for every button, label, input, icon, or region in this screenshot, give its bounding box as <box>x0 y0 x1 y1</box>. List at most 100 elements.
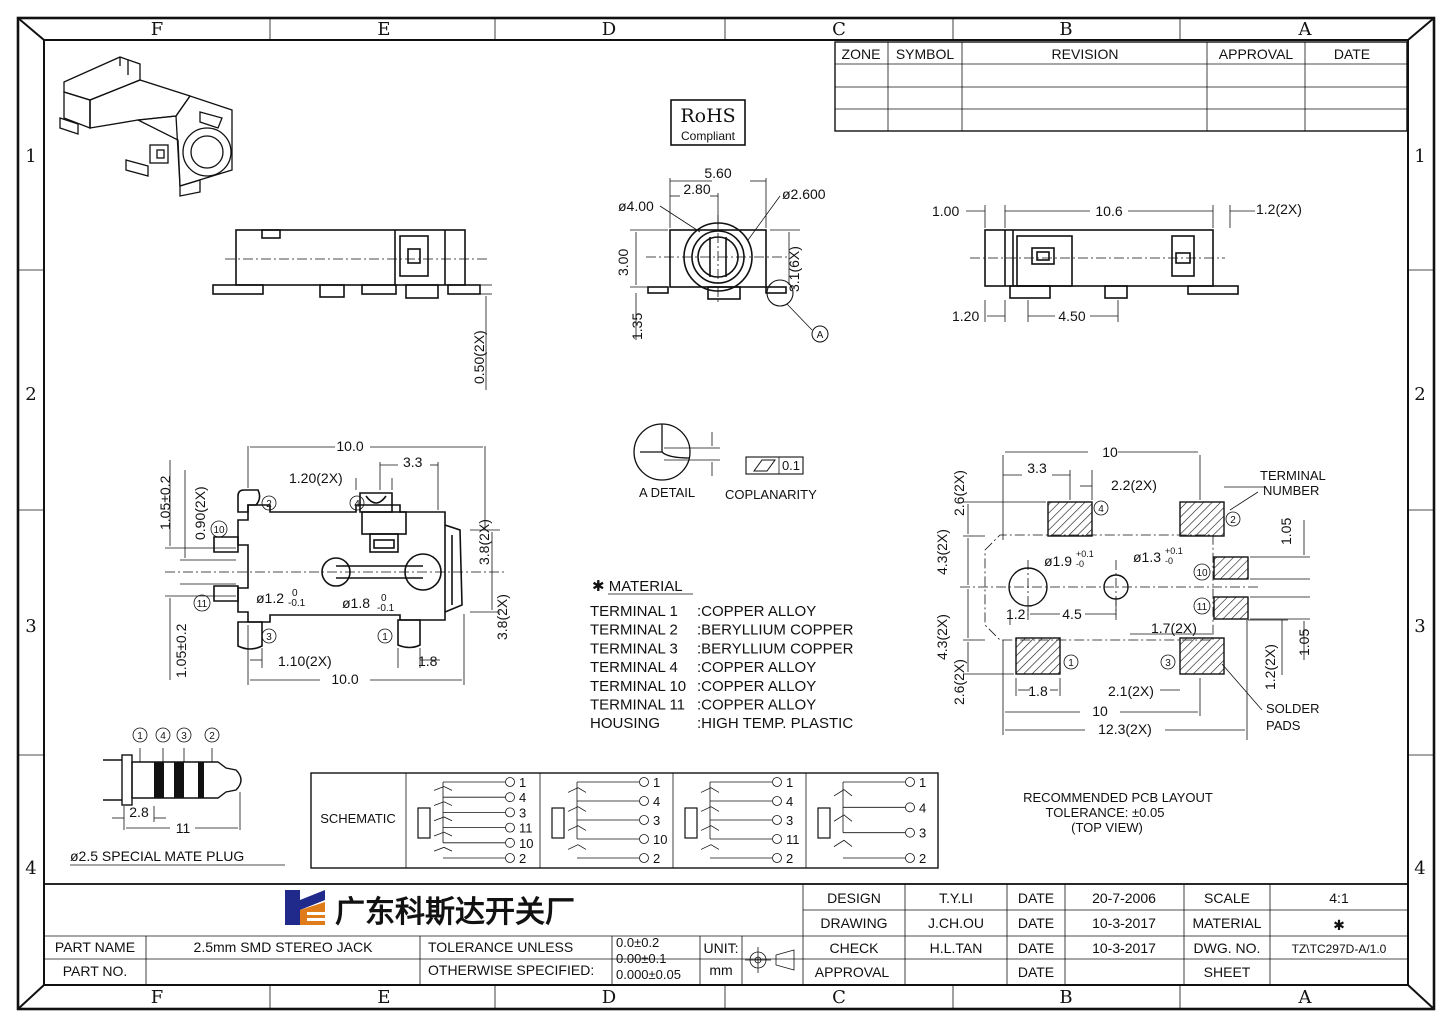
material-row-value: :BERYLLIUM COPPER <box>697 640 854 657</box>
dim-front-half: 2.80 <box>683 181 710 197</box>
schematic-contact <box>700 844 720 850</box>
dim-right-right: 1.2(2X) <box>1256 201 1302 217</box>
schematic-pin-label: 11 <box>786 832 800 847</box>
check-date: 10-3-2017 <box>1092 940 1156 956</box>
detail-a: 0.1 A DETAIL COPLANARITY <box>633 423 817 502</box>
schematic-pin-label: 11 <box>519 821 533 836</box>
pcb-hole-a-up: +0.1 <box>1076 549 1094 559</box>
check-label: CHECK <box>829 940 879 956</box>
material-row-value: :COPPER ALLOY <box>697 603 816 620</box>
material-row-value: :COPPER ALLOY <box>697 659 816 676</box>
row-4-right: 4 <box>1414 858 1425 879</box>
schematic-pin-label: 4 <box>653 794 660 809</box>
coplanarity-label: COPLANARITY <box>725 487 817 502</box>
company-logo <box>285 890 325 925</box>
pcb-pad-3 <box>1179 637 1225 675</box>
pcb-dim-side-pad: 1.7(2X) <box>1151 620 1197 636</box>
schematic-terminal <box>639 796 649 806</box>
schematic-terminal <box>772 834 782 844</box>
rohs-title: RoHS <box>680 105 735 127</box>
unit-value: mm <box>709 962 732 978</box>
schematic-terminal <box>905 827 915 838</box>
zone-e-top: E <box>377 19 390 40</box>
dim-right-bottom-left: 1.20 <box>952 308 979 324</box>
dim-top-right-b: 3.8(2X) <box>494 594 510 640</box>
schematic-contact <box>700 806 720 812</box>
schematic-contact <box>433 831 453 837</box>
material-value: ✱ <box>1333 917 1345 933</box>
pcb-hole-b: ø1.3 <box>1133 549 1161 565</box>
row-1-right: 1 <box>1414 146 1425 167</box>
schematic-terminal <box>505 777 515 787</box>
schematic-contact <box>833 789 853 797</box>
schematic-pin-label: 10 <box>653 832 667 847</box>
schematic-contact <box>433 801 453 806</box>
coplanarity-value: 0.1 <box>782 458 800 473</box>
company-name: 广东科斯达开关厂 <box>335 895 575 930</box>
unit-label: UNIT: <box>704 940 739 956</box>
zone-b-bottom: B <box>1059 987 1072 1008</box>
plug-caption: ø2.5 SPECIAL MATE PLUG <box>70 848 244 864</box>
schematic-contact <box>833 839 853 847</box>
schematic-terminal <box>905 853 915 863</box>
schematic-terminal <box>505 822 515 833</box>
zone-d-bottom: D <box>602 987 616 1008</box>
pcb-dim-hole-left: 1.2 <box>1006 606 1026 622</box>
material-list: ✱ MATERIAL TERMINAL 1:COPPER ALLOYTERMIN… <box>590 578 854 732</box>
row-4-left: 4 <box>25 858 36 879</box>
pcb-dim-bottom-pitch: 2.1(2X) <box>1108 683 1154 699</box>
top-pin-2: 2 <box>266 499 272 510</box>
dim-front-pins: 3.1(6X) <box>786 246 802 292</box>
schematic-terminal <box>772 777 782 787</box>
schematic-pin-label: 10 <box>519 836 533 851</box>
approval-label: APPROVAL <box>815 964 890 980</box>
dim-top-right-a: 3.8(2X) <box>476 519 492 565</box>
material-row-part: TERMINAL 10 <box>590 678 686 695</box>
pcb-pin-1: 1 <box>1068 658 1074 669</box>
pcb-hole-b-up: +0.1 <box>1165 546 1183 556</box>
schematic-contact <box>833 814 853 822</box>
drawing-date-label: DATE <box>1018 915 1054 931</box>
pcb-pad-4 <box>1047 501 1093 537</box>
pcb-pin-11: 11 <box>1197 602 1208 613</box>
dim-top-bottom: 10.0 <box>331 671 358 687</box>
pcb-caption-l3: (TOP VIEW) <box>1071 820 1143 835</box>
rev-header-approval: APPROVAL <box>1219 46 1294 62</box>
schematic-contact <box>433 816 453 822</box>
pcb-pad-10 <box>1213 556 1249 580</box>
dim-top-left-b: 0.90(2X) <box>192 486 208 540</box>
pcb-terminal-number-l1: TERMINAL <box>1260 468 1326 483</box>
hole-small-tol-up: 0 <box>292 588 298 599</box>
schematic-contact <box>700 787 720 793</box>
tolerance-c: 0.000±0.05 <box>616 967 681 982</box>
schematic-pin-label: 4 <box>786 794 793 809</box>
top-pin-3: 3 <box>266 632 272 643</box>
pcb-pad-11 <box>1213 596 1249 620</box>
schematic-terminal <box>772 853 782 863</box>
plug-dim-a: 2.8 <box>129 804 149 820</box>
material-row-value: :BERYLLIUM COPPER <box>697 622 854 639</box>
schematic-pin-label: 2 <box>786 851 793 866</box>
pcb-dim-right-b: 1.05 <box>1296 629 1312 656</box>
plug-pin-3: 3 <box>181 731 187 742</box>
dwg-no: TZ\TC297D-A/1.0 <box>1292 942 1387 956</box>
schematic-pin-label: 1 <box>653 775 660 790</box>
dim-front-base: 1.35 <box>629 313 645 340</box>
hole-large-tol-dn: -0.1 <box>377 603 395 614</box>
drawing-label: DRAWING <box>820 915 887 931</box>
tolerance-line-1: TOLERANCE UNLESS <box>428 939 573 955</box>
schematic-label: SCHEMATIC <box>320 811 396 826</box>
rev-header-revision: REVISION <box>1052 46 1119 62</box>
material-label: MATERIAL <box>1193 915 1262 931</box>
design-by: T.Y.LI <box>939 890 973 906</box>
schematic-terminal <box>772 796 782 806</box>
title-block: 广东科斯达开关厂 PART NAME 2.5mm SMD STEREO JACK… <box>43 883 1409 986</box>
detail-a-callout: A <box>817 330 824 341</box>
hole-large: ø1.8 <box>342 595 370 611</box>
row-2-right: 2 <box>1414 384 1425 405</box>
pcb-pin-2: 2 <box>1230 515 1236 526</box>
pcb-pad-1 <box>1015 637 1061 675</box>
plug-dim-b: 11 <box>176 820 191 836</box>
zone-e-bottom: E <box>377 987 390 1008</box>
